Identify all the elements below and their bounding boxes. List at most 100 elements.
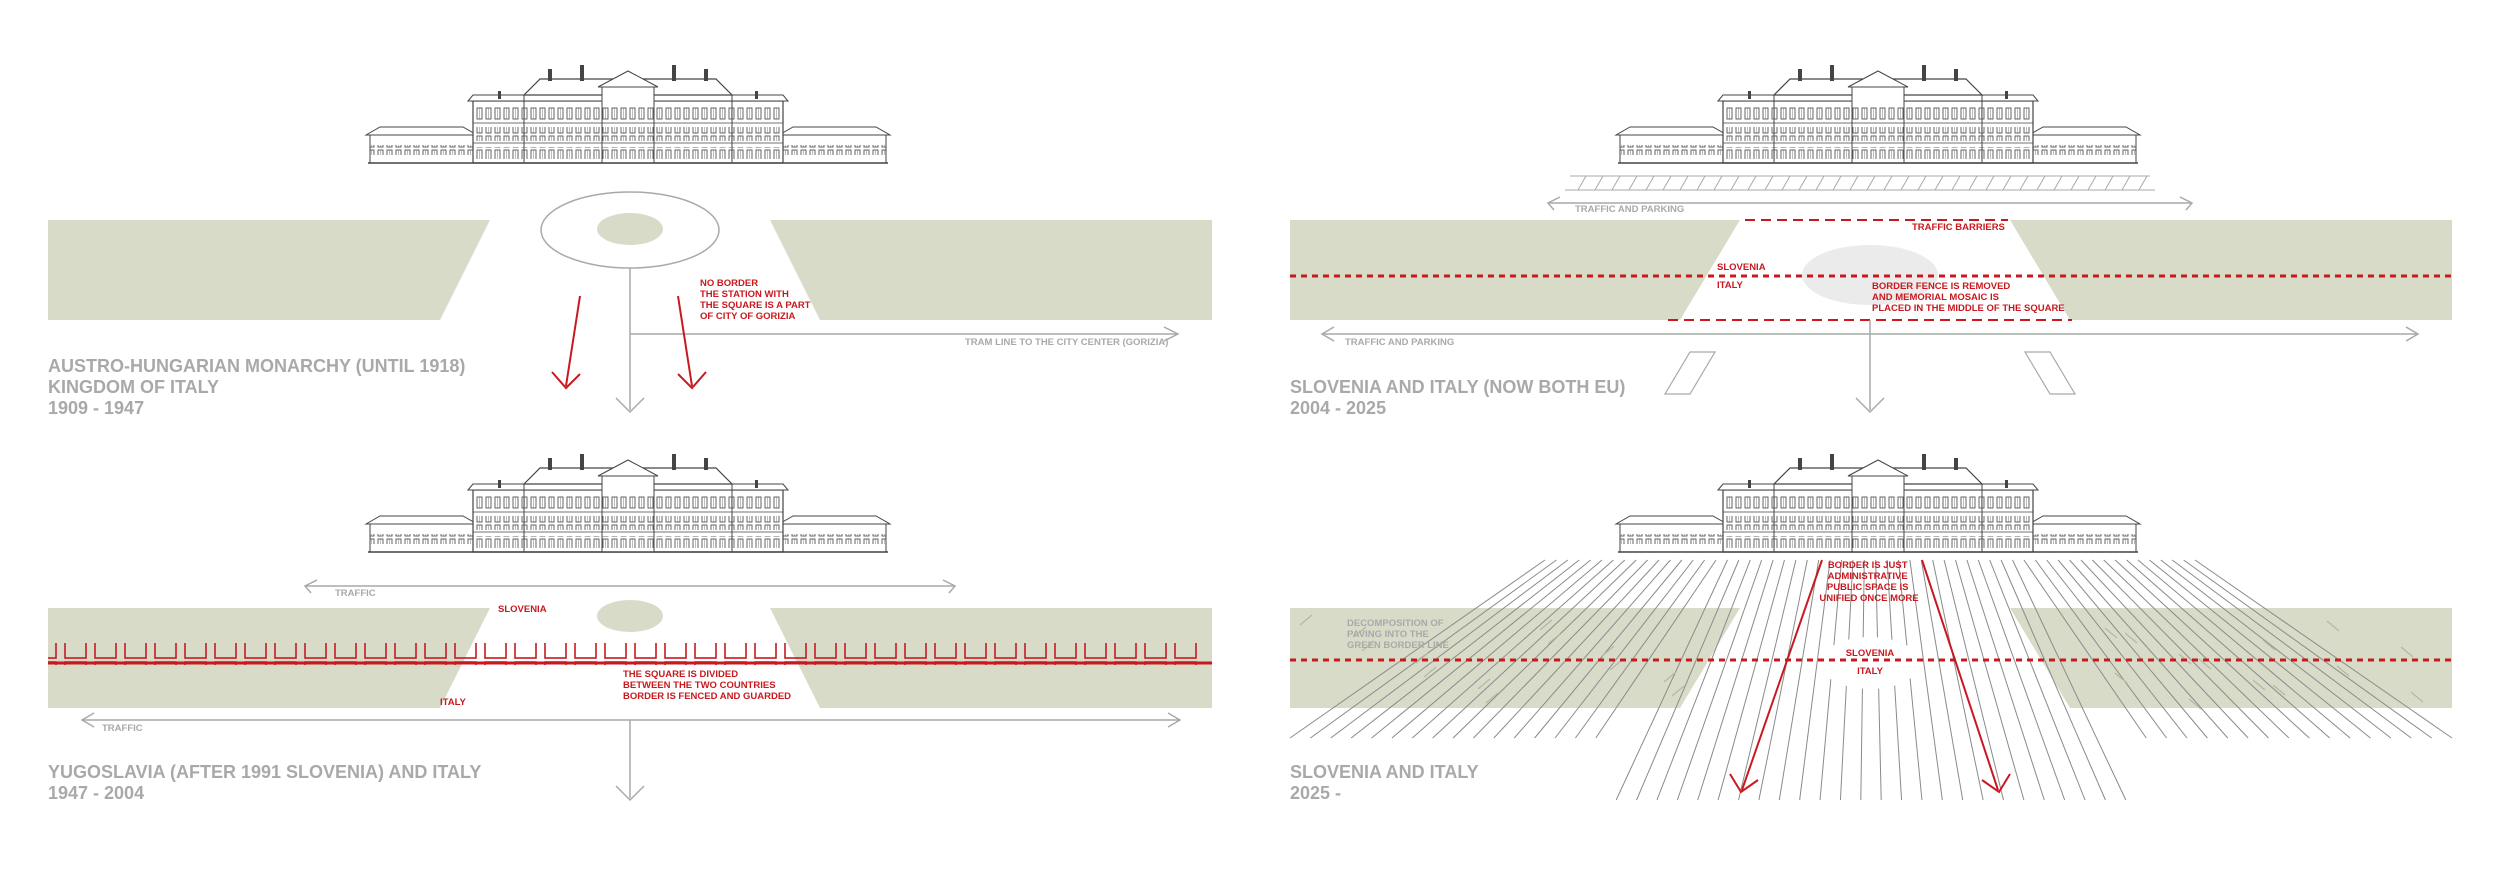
parking-stripe <box>1628 175 1638 191</box>
paving-line <box>1697 559 1774 801</box>
parking-stripe <box>2053 175 2063 191</box>
parking-stripe <box>1679 175 1689 191</box>
no-border-note: NO BORDER THE STATION WITH THE SQUARE IS… <box>700 278 813 322</box>
paving-line <box>2183 559 2432 739</box>
paving-dash <box>2114 672 2128 684</box>
paving-line <box>1473 559 1648 739</box>
parking-stripe <box>2138 175 2148 191</box>
parking-stripe <box>1696 175 1706 191</box>
paving-dash <box>1671 685 1685 697</box>
paving-line <box>1411 559 1614 739</box>
station-building-icon <box>1615 453 2141 553</box>
paving-line <box>1534 559 1683 739</box>
paving-line <box>2137 559 2351 739</box>
paving-dash <box>2326 620 2340 632</box>
traffic-top-label: TRAFFIC <box>335 588 376 599</box>
parking-stripe <box>1645 175 1655 191</box>
paving-dash <box>1353 626 1367 638</box>
parking-stripe <box>1798 175 1808 191</box>
paving-line <box>1898 559 1923 801</box>
paving-line <box>2069 559 2229 739</box>
paving-line <box>1330 559 1569 739</box>
paving-line <box>1676 559 1763 801</box>
fence-removed-note: BORDER FENCE IS REMOVED AND MEMORIAL MOS… <box>1872 281 2065 314</box>
parking-stripes <box>1565 175 2155 191</box>
traffic-bottom-label: TRAFFIC <box>102 723 143 734</box>
memorial-mosaic <box>1802 245 1938 305</box>
panel-2-title: SLOVENIA AND ITALY (NOW BOTH EU) 2004 - … <box>1290 377 1630 418</box>
unified-center <box>1820 637 1920 689</box>
paving-line <box>1799 559 1831 801</box>
paving-dash <box>1663 671 1677 683</box>
paving-line <box>1310 559 1557 739</box>
paving-line <box>1955 559 2025 801</box>
parking-stripe <box>2087 175 2097 191</box>
paving-dash <box>2104 627 2118 639</box>
paving-dash <box>1485 692 1499 704</box>
paving-dash <box>1415 652 1429 664</box>
paving-dash <box>1547 633 1561 645</box>
paving-line <box>2080 559 2249 739</box>
paving-line <box>2000 559 2106 801</box>
parking-stripe <box>1662 175 1672 191</box>
paving-dash <box>1601 645 1615 657</box>
parking-stripe <box>1815 175 1825 191</box>
italy-label: ITALY <box>1857 666 1884 677</box>
paving-dash <box>2272 684 2286 696</box>
parking-stripe <box>2002 175 2012 191</box>
paving-line <box>1371 559 1591 739</box>
parking-stripe <box>1849 175 1859 191</box>
paving-line <box>2023 559 2147 739</box>
paving-dash <box>2124 632 2138 644</box>
decomposed-paving-dashes <box>1299 614 2424 710</box>
traffic-barriers-label: TRAFFIC BARRIERS <box>1912 222 2005 233</box>
slovenia-label: SLOVENIA <box>1717 262 1766 273</box>
paving-line <box>1943 559 2004 801</box>
traffic-parking-bottom-label: TRAFFIC AND PARKING <box>1345 337 1454 348</box>
paving-line <box>1574 559 1706 739</box>
paving-line <box>2149 559 2371 739</box>
paving-line <box>2092 559 2269 739</box>
panel-2: TRAFFIC AND PARKING TRAFFIC AND PARKING … <box>1290 64 2452 418</box>
paving-line <box>1391 559 1603 739</box>
paving-band <box>48 220 490 320</box>
paving-band <box>1290 220 1740 320</box>
divided-square-note: THE SQUARE IS DIVIDED BETWEEN THE TWO CO… <box>623 669 791 702</box>
parking-stripe <box>2121 175 2131 191</box>
station-building-icon <box>1615 64 2141 164</box>
parking-stripe <box>1781 175 1791 191</box>
parking-stripe <box>1951 175 1961 191</box>
parking-stripe <box>1713 175 1723 191</box>
parking-stripe <box>1594 175 1604 191</box>
slovenia-label: SLOVENIA <box>1846 648 1895 659</box>
parking-stripe <box>1866 175 1876 191</box>
mosaic-oval <box>597 213 663 245</box>
paving-line <box>1636 559 1740 801</box>
parking-stripe <box>1577 175 1587 191</box>
paving-line <box>1717 559 1785 801</box>
paving-dash <box>2400 646 2414 658</box>
paving-dash <box>1477 678 1491 690</box>
parking-stripe <box>2104 175 2114 191</box>
paving-dash <box>2262 639 2276 651</box>
paving-line <box>1595 559 1717 739</box>
paving-line <box>1350 559 1580 739</box>
paving-line <box>1966 559 2045 801</box>
mosaic-oval <box>597 600 663 632</box>
paving-line <box>1554 559 1694 739</box>
parking-stripe <box>1730 175 1740 191</box>
paving-band <box>770 220 1212 320</box>
administrative-border-note: BORDER IS JUST ADMINISTRATIVE PUBLIC SPA… <box>1819 560 1918 604</box>
parking-stripe <box>1747 175 1757 191</box>
parking-stripe <box>1900 175 1910 191</box>
paving-line <box>2171 559 2412 739</box>
paving-line <box>2046 559 2188 739</box>
paving-line <box>1513 559 1671 739</box>
decomposition-note: DECOMPOSITION OF PAVING INTO THE GREEN B… <box>1347 618 1449 651</box>
panel-4: DECOMPOSITION OF PAVING INTO THE GREEN B… <box>1289 453 2453 803</box>
parking-stripe <box>2019 175 2029 191</box>
paving-line <box>1778 559 1820 801</box>
parking-marker <box>1663 351 1717 395</box>
paving-line <box>1738 559 1797 801</box>
paving-line <box>2034 559 2167 739</box>
